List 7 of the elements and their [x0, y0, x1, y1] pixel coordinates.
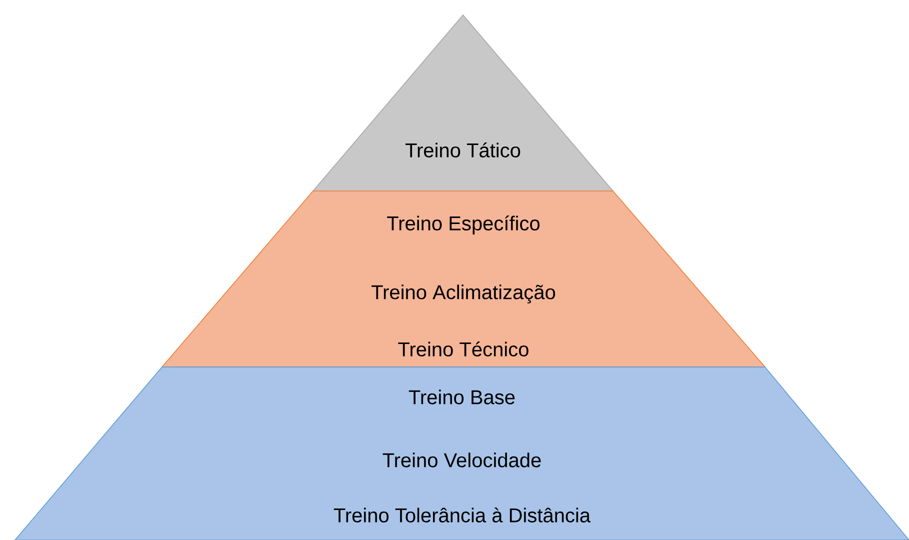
- level-label: Treino Velocidade: [382, 452, 541, 468]
- level-label: Treino Técnico: [398, 342, 528, 356]
- level-label: Treino Base: [408, 390, 515, 404]
- level-label: Treino Específico: [387, 216, 540, 234]
- level-label: Treino Tático: [405, 142, 520, 158]
- level-label: Treino Tolerância à Distância: [334, 508, 591, 522]
- level-label: Treino Aclimatização: [372, 284, 556, 304]
